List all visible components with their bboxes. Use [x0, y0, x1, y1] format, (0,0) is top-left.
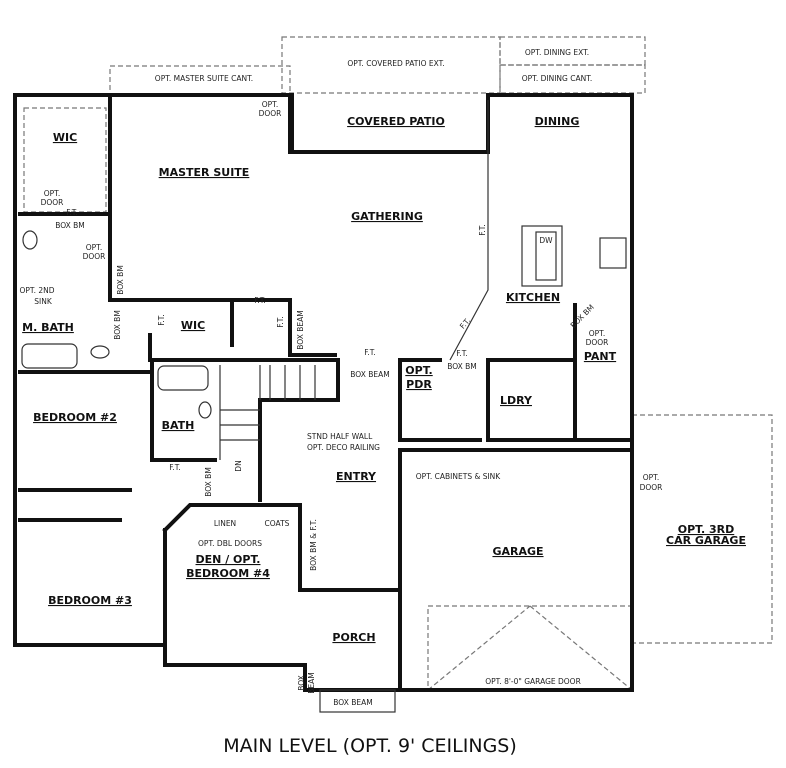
room-garage: GARAGE [492, 545, 543, 558]
annotation-label: F.T. [478, 224, 487, 236]
room-3rd-garage-line1: OPT. 3RD [678, 523, 735, 536]
annotation-label: F.T. [66, 208, 78, 217]
room-opt-pdr-line2: PDR [406, 378, 432, 391]
toilet-icon [198, 401, 212, 419]
annotation-label: OPT. 2ND [19, 286, 54, 295]
annotation-label: STND HALF WALL [307, 432, 373, 441]
annotation-label: DOOR [259, 109, 282, 118]
room-den-line1: DEN / OPT. [196, 553, 261, 566]
annotation-label: F.T. [364, 348, 376, 357]
sink-icon [22, 230, 38, 250]
annotations: OPT. MASTER SUITE CANT. OPT. COVERED PAT… [19, 48, 662, 707]
room-bath: BATH [162, 419, 195, 432]
room-covered-patio: COVERED PATIO [347, 115, 445, 128]
room-bedroom-3: BEDROOM #3 [48, 594, 132, 607]
annotation-label: LINEN [214, 519, 236, 528]
annotation-label: OPT. DINING CANT. [522, 74, 593, 83]
annotation-label: F.T. [157, 314, 166, 326]
room-dining: DINING [535, 115, 580, 128]
annotation-label: OPT. [86, 243, 103, 252]
room-master-suite: MASTER SUITE [159, 166, 250, 179]
fixtures [21, 100, 627, 460]
room-opt-pdr-line1: OPT. [405, 364, 432, 377]
annotation-label: F.T. [456, 349, 468, 358]
annotation-label: OPT. DBL DOORS [198, 539, 262, 548]
room-kitchen: KITCHEN [506, 291, 560, 304]
annotation-label: SINK [34, 297, 53, 306]
room-porch: PORCH [332, 631, 375, 644]
annotation-label: OPT. DINING EXT. [525, 48, 589, 57]
annotation-label: DN [234, 460, 243, 471]
toilet-icon [90, 345, 110, 359]
annotation-label: BOX BM [447, 362, 477, 371]
annotation-label: F.T. [458, 316, 472, 331]
sink-icon [535, 231, 557, 281]
annotation-label: OPT. CABINETS & SINK [416, 472, 502, 481]
annotation-label: F.T. [169, 463, 181, 472]
annotation-label: BOX BM [113, 310, 122, 340]
walls [13, 93, 634, 713]
annotation-label: OPT. [44, 189, 61, 198]
dishwasher-label: DW [539, 236, 553, 245]
annotation-label: BOX BM [116, 265, 125, 295]
annotation-label: BOX [297, 675, 306, 691]
annotation-label: BOX BM [204, 467, 213, 497]
annotation-label: COATS [265, 519, 290, 528]
annotation-label: BEAM [307, 672, 316, 694]
annotation-label: DOOR [640, 483, 663, 492]
room-pantry: PANT [584, 350, 617, 363]
annotation-label: OPT. [262, 100, 279, 109]
annotation-label: BOX BM [569, 303, 596, 330]
annotation-label: BOX BEAM [296, 310, 305, 349]
annotation-label: OPT. COVERED PATIO EXT. [347, 59, 444, 68]
annotation-label: OPT. MASTER SUITE CANT. [155, 74, 253, 83]
range-icon [599, 237, 627, 269]
room-wic: WIC [53, 131, 77, 144]
annotation-label: F.T. [254, 296, 266, 305]
room-entry: ENTRY [336, 470, 377, 483]
annotation-label: BOX BEAM [333, 698, 372, 707]
room-master-bath: M. BATH [22, 321, 74, 334]
room-wic-2: WIC [181, 319, 205, 332]
annotation-label: OPT. DECO RAILING [307, 443, 380, 452]
plan-title: MAIN LEVEL (OPT. 9' CEILINGS) [223, 735, 517, 757]
annotation-label: BOX BM & F.T. [309, 519, 318, 571]
kitchen-island [521, 225, 563, 287]
annotation-label: DOOR [83, 252, 106, 261]
annotation-label: BOX BEAM [350, 370, 389, 379]
annotation-label: DOOR [586, 338, 609, 347]
bathtub-icon [21, 343, 78, 369]
room-den-line2: BEDROOM #4 [186, 567, 270, 580]
annotation-label: F.T. [276, 316, 285, 328]
bathtub-icon [157, 365, 209, 391]
annotation-label: DOOR [41, 198, 64, 207]
stairs [219, 365, 316, 460]
annotation-label: OPT. [589, 329, 606, 338]
room-laundry: LDRY [500, 394, 533, 407]
annotation-label: BOX BM [55, 221, 85, 230]
annotation-label: OPT. 8'-0" GARAGE DOOR [485, 677, 581, 686]
room-gathering: GATHERING [351, 210, 423, 223]
annotation-label: OPT. [643, 473, 660, 482]
room-3rd-garage-line2: CAR GARAGE [666, 534, 746, 547]
room-bedroom-2: BEDROOM #2 [33, 411, 117, 424]
room-labels: WIC MASTER SUITE COVERED PATIO DINING GA… [22, 115, 746, 644]
